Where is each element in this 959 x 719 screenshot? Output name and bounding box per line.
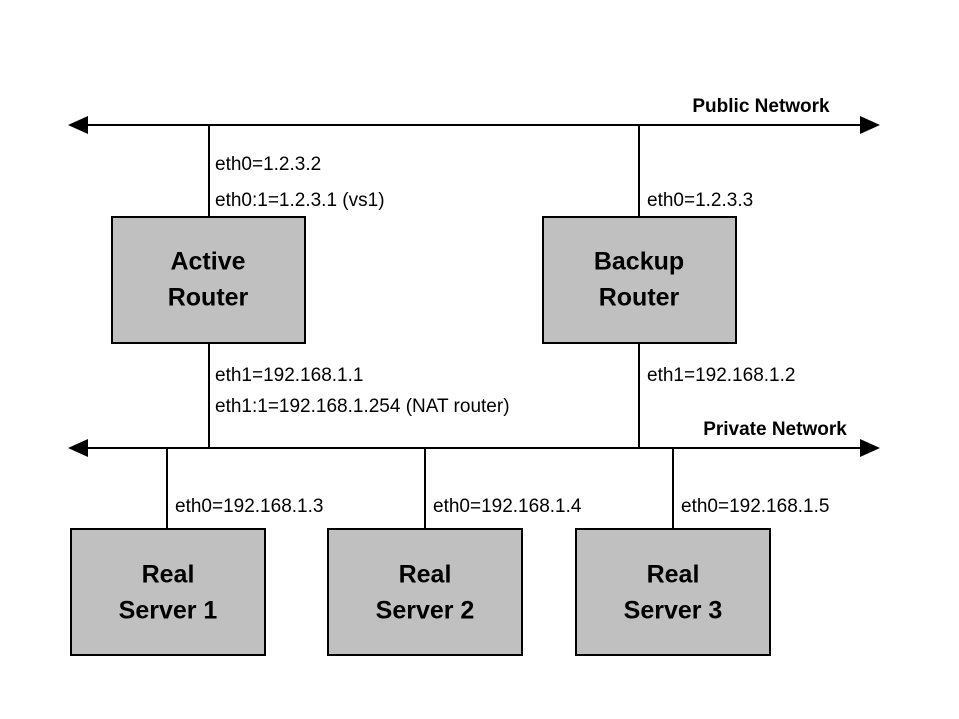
private-network-left-arrowhead	[68, 439, 88, 457]
iface-label-active-private-nat: eth1:1=192.168.1.254 (NAT router)	[215, 396, 510, 417]
real-server-2-label-line1: Real	[399, 561, 452, 589]
backup-router-box[interactable]	[542, 216, 737, 344]
public-network-right-arrowhead	[860, 116, 880, 134]
iface-label-real-server-2: eth0=192.168.1.4	[433, 496, 582, 517]
private-network-bus: Private Network	[68, 419, 880, 457]
iface-label-backup-private-primary: eth1=192.168.1.2	[647, 365, 795, 386]
private-network-label: Private Network	[703, 419, 847, 440]
active-router-label-line2: Router	[168, 284, 249, 312]
public-network-bus: Public Network	[68, 96, 880, 134]
active-router-box[interactable]	[111, 216, 306, 344]
real-server-1-label-line1: Real	[142, 561, 195, 589]
real-server-1-label-line2: Server 1	[119, 597, 218, 625]
iface-label-real-server-3: eth0=192.168.1.5	[681, 496, 829, 517]
real-server-3-label-line2: Server 3	[624, 597, 723, 625]
iface-label-active-public-virtual: eth0:1=1.2.3.1 (vs1)	[215, 190, 385, 211]
iface-label-active-private-primary: eth1=192.168.1.1	[215, 365, 363, 386]
iface-label-active-public-primary: eth0=1.2.3.2	[215, 154, 321, 175]
real-server-2-label-line2: Server 2	[376, 597, 475, 625]
real-server-3-label-line1: Real	[647, 561, 700, 589]
backup-router-label-line2: Router	[599, 284, 680, 312]
iface-label-backup-public-primary: eth0=1.2.3.3	[647, 190, 753, 211]
public-network-left-arrowhead	[68, 116, 88, 134]
iface-label-real-server-1: eth0=192.168.1.3	[175, 496, 323, 517]
node-real-server-3[interactable]: Real Server 3	[575, 528, 771, 656]
active-router-label-line1: Active	[170, 248, 245, 276]
node-active-router[interactable]: Active Router	[111, 216, 306, 344]
backup-router-label-line1: Backup	[594, 248, 684, 276]
public-network-label: Public Network	[692, 96, 830, 117]
private-network-right-arrowhead	[860, 439, 880, 457]
real-server-2-box[interactable]	[327, 528, 523, 656]
node-real-server-2[interactable]: Real Server 2	[327, 528, 523, 656]
real-server-1-box[interactable]	[70, 528, 266, 656]
real-server-3-box[interactable]	[575, 528, 771, 656]
node-backup-router[interactable]: Backup Router	[542, 216, 737, 344]
node-real-server-1[interactable]: Real Server 1	[70, 528, 266, 656]
